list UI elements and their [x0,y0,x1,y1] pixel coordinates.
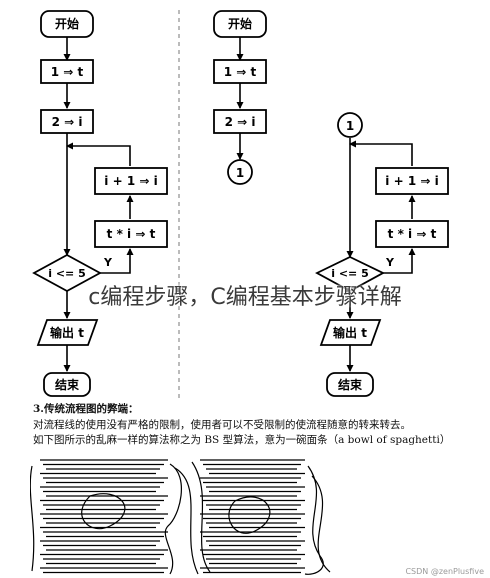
right-yes-label: Y [385,256,395,269]
left-loop-step-b-node [94,220,168,248]
right-connector-in-label: 1 [346,119,354,133]
right-end-node [326,372,374,397]
spaghetti-loop [81,493,126,530]
right-output-node [319,319,382,346]
right-connector-out-label: 1 [236,166,244,180]
flowchart-diagram: 开始 1 ⇒ t 2 ⇒ i i + 1 ⇒ i t * i ⇒ t i <= … [32,10,449,400]
section-line-1: 对流程线的使用没有严格的限制，使用者可以不受限制的使流程随意的转来转去。 [33,418,411,431]
right-start-node [213,10,267,38]
spaghetti-loop [30,465,35,572]
left-yes-label: Y [103,256,113,269]
left-end-node [43,372,91,397]
spaghetti-loop [174,467,199,575]
right-step1-label: 1 ⇒ t [224,65,257,79]
left-edge-stepa-loop [66,142,131,166]
right-loop-step-b-label: t * i ⇒ t [388,227,437,241]
right-edge-stepa-loop [349,140,413,166]
right-labels: 开始 1 ⇒ t 2 ⇒ i 1 1 i + 1 ⇒ i t * i ⇒ t i… [224,16,439,392]
right-step1-node [213,59,267,84]
right-edge-decision-yes [383,248,416,274]
right-loop-step-a-label: i + 1 ⇒ i [385,174,438,188]
spaghetti-illustration [30,459,331,575]
left-loop-step-a-node [94,167,168,195]
spaghetti-loop [191,461,211,573]
right-decision-node [315,255,385,293]
left-step2-label: 2 ⇒ i [52,115,83,129]
left-flowchart [63,37,134,372]
section-text: 3.传统流程图的弊端： 对流程线的使用没有严格的限制，使用者可以不受限制的使流程… [33,402,473,449]
right-nodes [213,10,449,397]
spaghetti-loop [304,465,324,575]
overlay-title: c编程步骤，C编程基本步骤详解 [88,285,402,310]
left-decision-label: i <= 5 [48,267,86,280]
right-end-label: 结束 [338,377,363,392]
left-output-label: 输出 t [50,325,84,340]
left-step1-label: 1 ⇒ t [51,65,84,79]
section-heading: 3.传统流程图的弊端： [33,403,139,415]
right-step2-label: 2 ⇒ i [225,115,256,129]
right-step2-node [213,109,267,134]
left-start-node [40,10,94,38]
left-loop-step-a-label: i + 1 ⇒ i [104,174,157,188]
left-start-label: 开始 [55,16,79,31]
right-connector-out-node [227,159,253,185]
left-output-node [36,319,99,346]
left-step1-node [40,59,94,84]
right-loop-step-b-node [375,220,449,248]
right-decision-label: i <= 5 [331,267,369,280]
spaghetti-loop [228,496,271,534]
left-loop-step-b-label: t * i ⇒ t [107,227,156,241]
left-end-label: 结束 [55,377,80,392]
section-line-2: 如下图所示的乱麻一样的算法称之为 BS 型算法，意为一碗面条（a bowl of… [33,434,451,446]
right-start-label: 开始 [228,16,252,31]
left-edge-decision-yes [100,248,134,274]
left-decision-node [32,253,102,293]
left-step2-node [40,109,94,134]
spaghetti-loop [311,475,331,573]
right-loop-step-a-node [375,167,449,195]
right-output-label: 输出 t [333,325,367,340]
watermark: CSDN @zenPlusfive [405,567,484,576]
spaghetti-loop [164,463,182,575]
left-labels: 开始 1 ⇒ t 2 ⇒ i i + 1 ⇒ i t * i ⇒ t i <= … [48,16,157,392]
right-flowchart [236,37,416,372]
right-connector-in-node [337,112,363,138]
left-nodes [32,10,168,397]
